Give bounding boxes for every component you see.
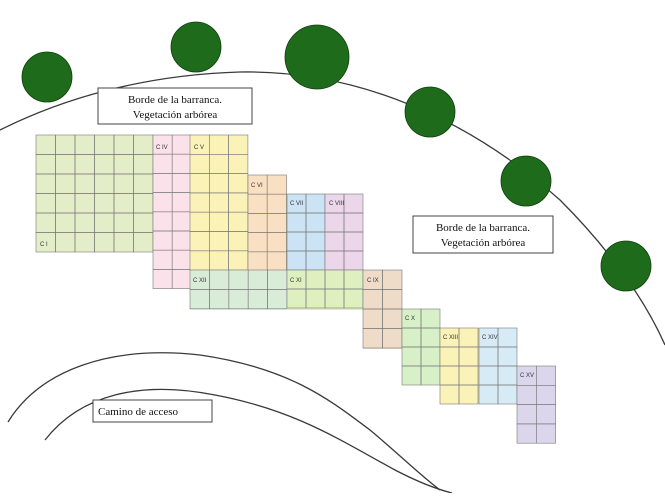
sector-area <box>190 270 287 310</box>
sector-grid: C I C IV C V C VI C VII C <box>35 134 556 444</box>
sector-c-xv: C XV <box>516 365 556 444</box>
sector-label: C V <box>194 145 204 151</box>
tree-icon <box>500 155 552 207</box>
grid-cell <box>458 384 479 405</box>
sector-c-i: C I <box>35 134 154 253</box>
grid-cell <box>535 423 556 444</box>
sector-label: C XI <box>290 278 302 284</box>
label-right-line2: Vegetación arbórea <box>441 237 526 249</box>
label-box-road: Camino de acceso <box>92 399 213 423</box>
sector-label: C X <box>405 316 415 322</box>
label-box-top-edge: Borde de la barranca. Vegetación arbórea <box>97 87 253 125</box>
sector-c-xiii: C XIII <box>439 327 479 405</box>
road-curve-inner <box>44 388 453 494</box>
label-road: Camino de acceso <box>98 406 179 418</box>
label-box-frame <box>97 87 253 125</box>
sector-label: C IV <box>156 145 168 151</box>
label-top-line2: Vegetación arbórea <box>133 109 218 121</box>
sector-label: C VII <box>290 201 304 207</box>
label-box-right-edge: Borde de la barranca. Vegetación arbórea <box>412 215 554 254</box>
sector-label: C XV <box>520 373 534 379</box>
sector-c-xi: C XI <box>286 269 364 310</box>
sector-c-xiv: C XIV <box>478 327 518 405</box>
label-right-line1: Borde de la barranca. <box>436 222 530 234</box>
sector-label: C IX <box>367 278 379 284</box>
sector-label: C XII <box>193 278 207 284</box>
sector-c-x: C X <box>401 308 441 386</box>
tree-icon <box>170 21 222 73</box>
road-curve-outer <box>7 352 441 491</box>
sector-label: C I <box>40 242 48 248</box>
sector-c-xii: C XII <box>189 269 288 310</box>
tree-icon <box>21 51 73 103</box>
tree-icon <box>404 86 456 138</box>
sector-c-v: C V <box>189 134 249 271</box>
label-box-frame <box>412 215 554 254</box>
sector-label: C XIII <box>443 335 458 341</box>
sector-area <box>190 135 248 270</box>
sector-label: C VIII <box>329 201 344 207</box>
sector-c-iv: C IV <box>152 134 192 289</box>
sector-c-viii: C VIII <box>324 193 364 271</box>
label-box-frame <box>92 399 213 423</box>
label-top-line1: Borde de la barranca. <box>128 94 222 106</box>
trees <box>21 21 652 292</box>
sector-c-vii: C VII <box>286 193 326 271</box>
sector-label: C VI <box>251 183 263 189</box>
tree-icon <box>284 24 350 90</box>
sector-c-ix: C IX <box>362 269 403 349</box>
sector-label: C XIV <box>482 335 498 341</box>
tree-icon <box>600 240 652 292</box>
sector-c-vi: C VI <box>247 174 287 272</box>
